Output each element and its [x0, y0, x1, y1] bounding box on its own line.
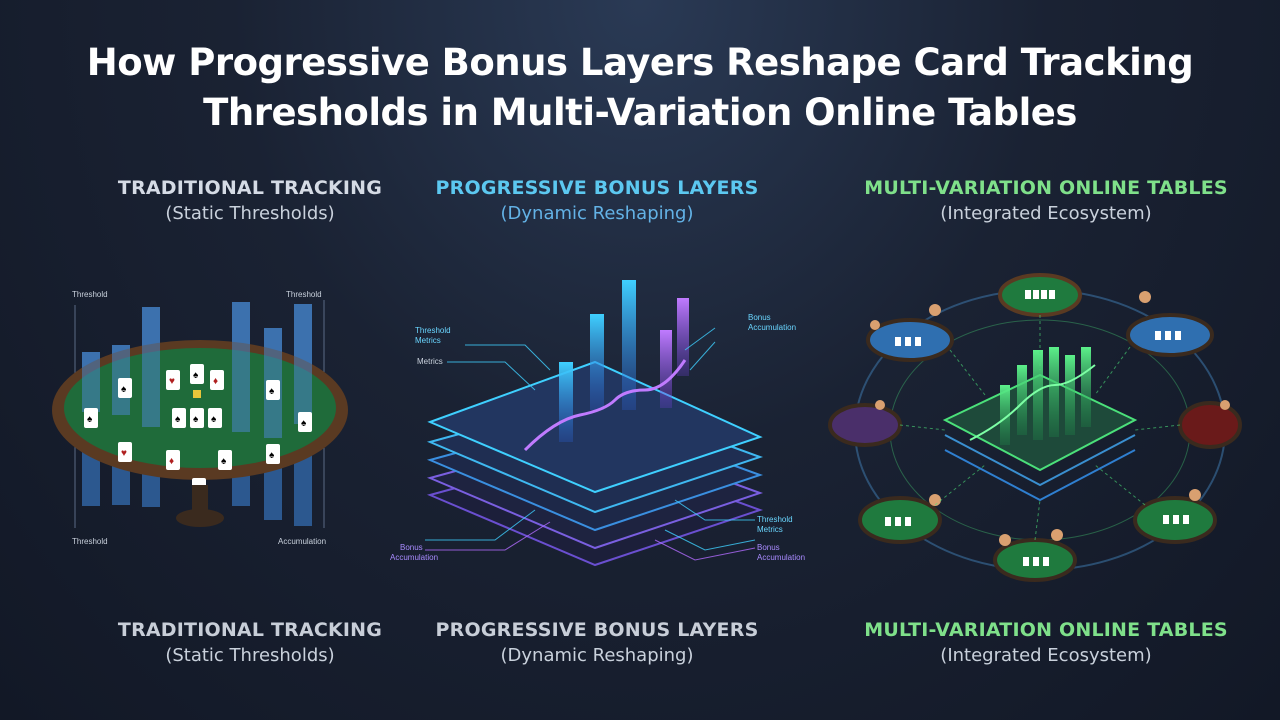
- chip-icon: [193, 390, 201, 398]
- progressive-heading-top: PROGRESSIVE BONUS LAYERS (Dynamic Reshap…: [397, 176, 797, 228]
- svg-text:♠: ♠: [193, 370, 199, 381]
- label-metrics: Metrics: [415, 336, 441, 345]
- label-bonus: Bonus: [748, 313, 771, 322]
- multi-variation-heading-bottom: MULTI-VARIATION ONLINE TABLES (Integrate…: [846, 618, 1246, 670]
- svg-text:♠: ♠: [221, 456, 227, 467]
- svg-text:♠: ♠: [211, 414, 217, 425]
- center-bars: [1000, 347, 1091, 445]
- svg-text:♦: ♦: [169, 456, 174, 467]
- column-heading: PROGRESSIVE BONUS LAYERS: [435, 177, 759, 199]
- label-threshold-bl: Threshold: [72, 537, 108, 546]
- column-subheading: (Integrated Ecosystem): [940, 203, 1152, 224]
- column-heading: TRADITIONAL TRACKING: [117, 619, 383, 641]
- label-accumulation-br: Accumulation: [278, 537, 326, 546]
- svg-text:♥: ♥: [121, 448, 127, 459]
- label-accumulation-br: Accumulation: [757, 553, 805, 562]
- table-pedestal: [176, 509, 224, 527]
- label-threshold-tr: Threshold: [286, 290, 322, 299]
- label-metrics-br: Metrics: [757, 525, 783, 534]
- column-heading: MULTI-VARIATION ONLINE TABLES: [864, 177, 1228, 199]
- label-threshold-br: Threshold: [757, 515, 793, 524]
- title-line-2: Thresholds in Multi-Variation Online Tab…: [203, 91, 1077, 134]
- traditional-heading-bottom: TRADITIONAL TRACKING (Static Thresholds): [50, 618, 450, 670]
- label-bonus-bl: Bonus: [400, 543, 423, 552]
- svg-text:♥: ♥: [169, 376, 175, 387]
- column-subheading: (Integrated Ecosystem): [940, 645, 1152, 666]
- progressive-bonus-illustration: Threshold Metrics Metrics Bonus Accumula…: [385, 250, 815, 580]
- column-subheading: (Dynamic Reshaping): [500, 645, 694, 666]
- title-line-1: How Progressive Bonus Layers Reshape Car…: [86, 41, 1194, 84]
- svg-text:♠: ♠: [301, 418, 307, 429]
- column-heading: TRADITIONAL TRACKING: [117, 177, 383, 199]
- bonus-bars: [559, 280, 689, 442]
- page-title: How Progressive Bonus Layers Reshape Car…: [0, 38, 1280, 138]
- label-accumulation-bl: Accumulation: [390, 553, 438, 562]
- column-heading: MULTI-VARIATION ONLINE TABLES: [864, 619, 1228, 641]
- traditional-heading-top: TRADITIONAL TRACKING (Static Thresholds): [50, 176, 450, 228]
- svg-text:♠: ♠: [175, 414, 181, 425]
- traditional-tracking-illustration: Threshold Threshold Threshold Accumulati…: [40, 270, 360, 560]
- label-metrics-2: Metrics: [417, 357, 443, 366]
- column-subheading: (Static Thresholds): [165, 203, 335, 224]
- column-heading: PROGRESSIVE BONUS LAYERS: [435, 619, 759, 641]
- trend-line: [523, 359, 687, 452]
- svg-text:♠: ♠: [269, 450, 275, 461]
- label-accumulation: Accumulation: [748, 323, 796, 332]
- column-subheading: (Dynamic Reshaping): [500, 203, 694, 224]
- svg-text:♠: ♠: [87, 414, 93, 425]
- svg-text:♦: ♦: [213, 376, 218, 387]
- label-threshold: Threshold: [415, 326, 451, 335]
- label-threshold-tl: Threshold: [72, 290, 108, 299]
- bonus-layer-stack: [426, 360, 764, 567]
- multi-variation-heading-top: MULTI-VARIATION ONLINE TABLES (Integrate…: [846, 176, 1246, 228]
- column-subheading: (Static Thresholds): [165, 645, 335, 666]
- progressive-heading-bottom: PROGRESSIVE BONUS LAYERS (Dynamic Reshap…: [397, 618, 797, 670]
- label-bonus-br: Bonus: [757, 543, 780, 552]
- circuit-lines: [425, 327, 756, 551]
- svg-text:♠: ♠: [269, 386, 275, 397]
- svg-text:♠: ♠: [121, 384, 127, 395]
- svg-text:♠: ♠: [193, 414, 199, 425]
- table-cards: [885, 290, 1189, 566]
- multi-variation-illustration: [825, 255, 1255, 595]
- player-avatars: [870, 291, 1230, 546]
